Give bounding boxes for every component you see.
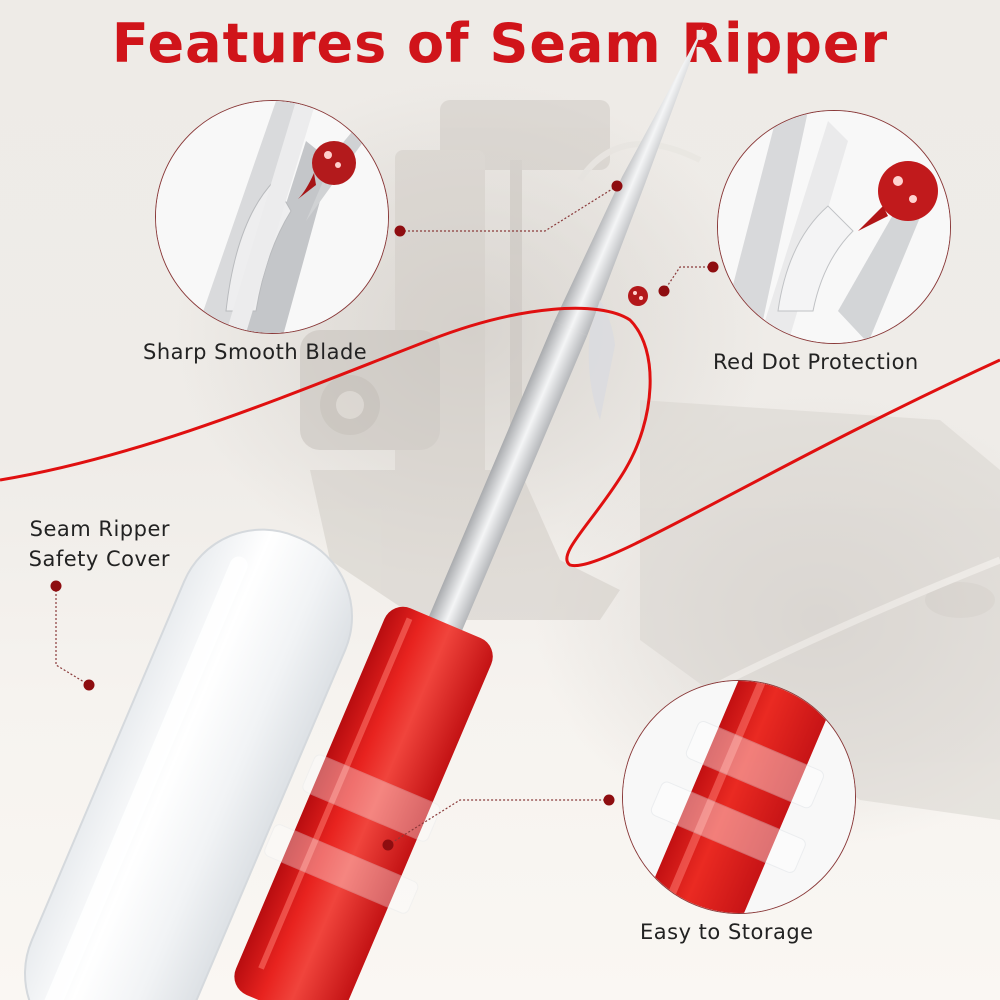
feature-label-safety-cover: Seam Ripper Safety Cover bbox=[0, 514, 170, 574]
feature-label-sharp-blade: Sharp Smooth Blade bbox=[143, 340, 368, 364]
feature-circle-storage bbox=[622, 680, 856, 914]
feature-label-safety-cover-line1: Seam Ripper bbox=[29, 517, 170, 541]
cap-storage-icon bbox=[623, 681, 855, 913]
feature-circle-red-dot bbox=[717, 110, 951, 344]
feature-circle-sharp-blade bbox=[155, 100, 389, 334]
blade-closeup-icon bbox=[156, 101, 388, 333]
page-title: Features of Seam Ripper bbox=[111, 12, 889, 75]
feature-label-red-dot: Red Dot Protection bbox=[713, 350, 919, 374]
feature-label-storage: Easy to Storage bbox=[640, 920, 814, 944]
red-ball-tip-icon bbox=[718, 111, 950, 343]
feature-label-safety-cover-line2: Safety Cover bbox=[28, 547, 170, 571]
